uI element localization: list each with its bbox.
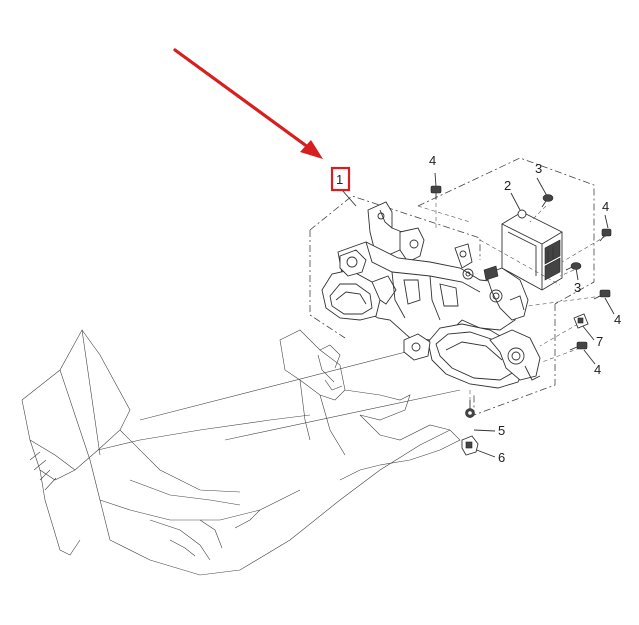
nut-clip bbox=[573, 313, 589, 329]
callouts: 1 2 3 3 4 4 4 4 5 6 7 bbox=[330, 153, 621, 465]
callout-4d: 4 bbox=[594, 362, 601, 377]
callout-3b: 3 bbox=[574, 280, 581, 295]
callout-5: 5 bbox=[498, 423, 505, 438]
control-unit bbox=[501, 209, 563, 291]
bolt-right-upper bbox=[599, 228, 612, 242]
bolt-top bbox=[430, 185, 442, 199]
nut bbox=[465, 408, 475, 418]
callout-4b: 4 bbox=[602, 199, 609, 214]
callout-7: 7 bbox=[596, 334, 603, 349]
callout-2: 2 bbox=[504, 178, 511, 193]
callout-1: 1 bbox=[336, 172, 343, 187]
callout-4a: 4 bbox=[429, 153, 436, 168]
leader-lines bbox=[341, 172, 615, 458]
assembly-outline bbox=[309, 157, 595, 416]
bolt-lower bbox=[569, 341, 588, 351]
fasteners bbox=[430, 185, 612, 456]
callout-1-highlight bbox=[330, 166, 351, 192]
pointer-arrow bbox=[173, 48, 323, 159]
bolt-right-mid bbox=[593, 289, 611, 300]
callout-6: 6 bbox=[498, 450, 505, 465]
front-fairing bbox=[21, 329, 461, 576]
screw-mid bbox=[565, 262, 582, 271]
grommet bbox=[461, 435, 479, 456]
headlight-assembly bbox=[321, 201, 541, 389]
screw-top bbox=[541, 194, 554, 208]
callout-4c: 4 bbox=[614, 312, 621, 327]
callout-3a: 3 bbox=[535, 161, 542, 176]
